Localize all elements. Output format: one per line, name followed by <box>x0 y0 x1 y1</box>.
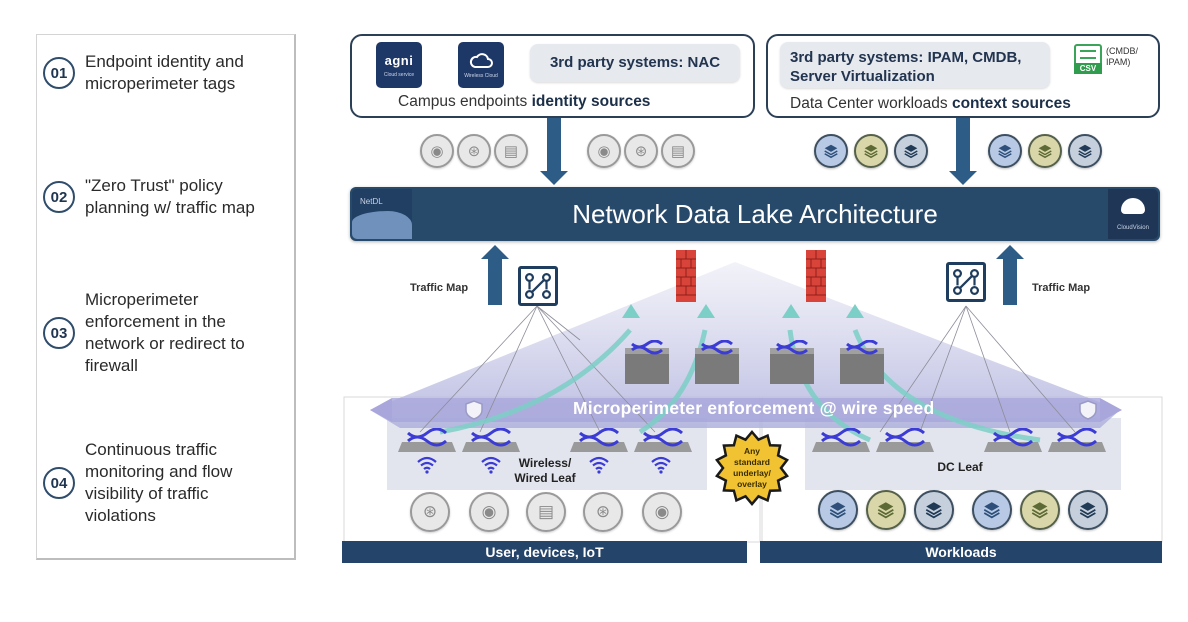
access-point-icon: ⊛ <box>583 492 623 532</box>
camera-icon: ◉ <box>420 134 454 168</box>
wifi-icon <box>589 456 609 474</box>
access-point-icon: ⊛ <box>410 492 450 532</box>
data-lake-title: Network Data Lake Architecture <box>572 199 938 229</box>
workload-stack-icon <box>1028 134 1062 168</box>
spine-switch-icon <box>840 340 884 384</box>
workload-stack-icon <box>1068 134 1102 168</box>
step-text: Endpoint identity and microperimeter tag… <box>85 52 244 93</box>
csv-note: (CMDB/ IPAM) <box>1106 46 1138 67</box>
campus-sources-caption: Campus endpoints identity sources <box>398 93 650 111</box>
cloud-icon <box>469 53 493 68</box>
workload-stack-icon <box>972 490 1012 530</box>
campus-identity-sources-box: agni Cloud service Wireless Cloud 3rd pa… <box>350 34 755 118</box>
step-01: 01 Endpoint identity and microperimeter … <box>43 51 244 95</box>
any-underlay-badge-text: Any standard underlay/ overlay <box>733 446 771 489</box>
workload-stack-icon <box>854 134 888 168</box>
fan-right-tip <box>1100 398 1122 422</box>
workload-stack-icon <box>988 134 1022 168</box>
flow-arrowheads <box>622 304 864 318</box>
workload-stack-icon <box>818 490 858 530</box>
leaf-switch-icon <box>1048 428 1106 452</box>
step-text: Microperimeter enforcement in the networ… <box>85 290 245 375</box>
workload-stack-icon <box>1068 490 1108 530</box>
workload-stack-icon <box>894 134 928 168</box>
camera-icon: ◉ <box>587 134 621 168</box>
wireless-cloud-sublabel: Wireless Cloud <box>464 73 498 79</box>
agni-label: agni <box>384 52 414 68</box>
users-devices-iot-footer: User, devices, IoT <box>342 541 747 563</box>
camera-icon: ◉ <box>469 492 509 532</box>
nac-systems-pill: 3rd party systems: NAC <box>530 44 740 82</box>
traffic-map-right-arrow-icon <box>996 245 1024 305</box>
firewall-icon <box>806 250 826 302</box>
step-03: 03 Microperimeter enforcement in the net… <box>43 289 245 377</box>
dc-systems-pill: 3rd party systems: IPAM, CMDB, Server Vi… <box>780 42 1050 88</box>
workload-stack-icon <box>866 490 906 530</box>
agni-sublabel: Cloud service <box>383 71 415 78</box>
traffic-map-right-icon[interactable] <box>946 262 986 302</box>
caption-bold: identity sources <box>531 93 651 110</box>
step-number: 01 <box>43 57 75 89</box>
firewall-icon <box>676 250 696 302</box>
network-data-lake-bar: NetDL Network Data Lake Architecture Clo… <box>350 187 1160 241</box>
dc-to-lake-arrow-icon <box>949 118 977 185</box>
step-number: 04 <box>43 467 75 499</box>
dc-leaf-label: DC Leaf <box>937 460 983 474</box>
traffic-map-left-label: Traffic Map <box>410 282 469 294</box>
csv-tag: CSV <box>1074 63 1102 74</box>
leaf-switch-icon <box>812 428 870 452</box>
traffic-map-right-label: Traffic Map <box>1032 282 1091 294</box>
leaf-switch-icon <box>398 428 456 452</box>
fan-left-tip <box>370 398 392 422</box>
camera-icon: ◉ <box>642 492 682 532</box>
caption-plain: Data Center workloads <box>790 95 952 112</box>
netdl-logo-icon: NetDL <box>352 189 412 239</box>
wifi-icon <box>417 456 437 474</box>
csv-file-icon: CSV <box>1074 44 1102 74</box>
printer-icon: ▤ <box>526 492 566 532</box>
step-04: 04 Continuous traffic monitoring and flo… <box>43 439 232 527</box>
step-number: 02 <box>43 181 75 213</box>
wifi-icon <box>481 456 501 474</box>
spine-switch-icon <box>770 340 814 384</box>
leaf-switch-icon <box>984 428 1042 452</box>
leaf-switch-icon <box>462 428 520 452</box>
access-point-icon: ⊛ <box>457 134 491 168</box>
cloud-wifi-icon: Wireless Cloud <box>458 42 504 88</box>
workloads-footer: Workloads <box>760 541 1162 563</box>
caption-plain: Campus endpoints <box>398 93 532 110</box>
step-02: 02 "Zero Trust" policy planning w/ traff… <box>43 175 255 219</box>
access-point-icon: ⊛ <box>624 134 658 168</box>
shield-icon <box>1079 400 1097 420</box>
traffic-map-left-arrow-icon <box>481 245 509 305</box>
flow-curves <box>439 328 1041 443</box>
shield-icon <box>465 400 483 420</box>
leaf-switch-icon <box>634 428 692 452</box>
workload-stack-icon <box>814 134 848 168</box>
caption-bold: context sources <box>951 95 1071 112</box>
steps-panel: 01 Endpoint identity and microperimeter … <box>36 34 296 560</box>
workload-stack-icon <box>1020 490 1060 530</box>
workload-stack-icon <box>914 490 954 530</box>
wifi-icon <box>651 456 671 474</box>
campus-to-lake-arrow-icon <box>540 118 568 185</box>
dc-sources-caption: Data Center workloads context sources <box>790 95 1071 113</box>
printer-icon: ▤ <box>494 134 528 168</box>
step-text: Continuous traffic monitoring and flow v… <box>85 440 233 525</box>
dc-context-sources-box: 3rd party systems: IPAM, CMDB, Server Vi… <box>766 34 1160 118</box>
agni-logo-icon: agni Cloud service <box>376 42 422 88</box>
traffic-map-left-icon[interactable] <box>518 266 558 306</box>
microperimeter-enforcement-label: Microperimeter enforcement @ wire speed <box>573 398 935 418</box>
step-text: "Zero Trust" policy planning w/ traffic … <box>85 176 255 217</box>
step-number: 03 <box>43 317 75 349</box>
spine-switch-icon <box>695 340 739 384</box>
campus-leaf-label: Wireless/ Wired Leaf <box>514 456 576 485</box>
leaf-switch-icon <box>570 428 628 452</box>
spine-switch-icon <box>625 340 669 384</box>
leaf-switch-icon <box>876 428 934 452</box>
cloudvision-label: CloudVision <box>1117 225 1149 231</box>
printer-icon: ▤ <box>661 134 695 168</box>
cloudvision-logo-icon: CloudVision <box>1108 189 1158 239</box>
netdl-label: NetDL <box>360 197 383 206</box>
